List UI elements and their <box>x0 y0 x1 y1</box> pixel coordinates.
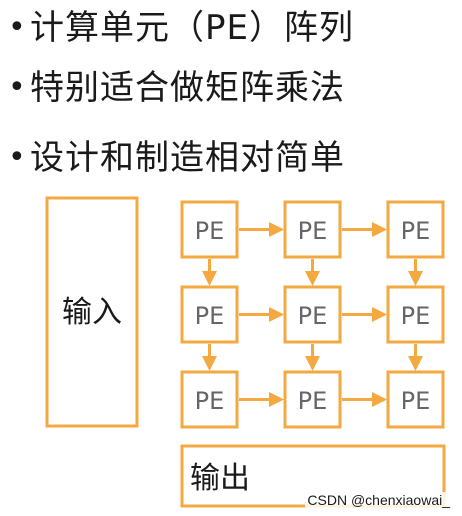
pe-label: PE <box>195 217 225 245</box>
bullet-marker: • <box>8 70 26 105</box>
pe-cell <box>180 200 239 259</box>
input-label: 输入 <box>62 295 122 330</box>
bullet-item-2: • 特别适合做矩阵乘法 <box>8 66 345 110</box>
output-label: 输出 <box>190 461 250 496</box>
pe-cell <box>283 200 342 259</box>
bullet-item-1: • 计算单元（PE）阵列 <box>8 6 354 50</box>
pe-cell <box>386 200 445 259</box>
pe-cell <box>180 285 239 344</box>
input-block: 输入 <box>45 196 139 428</box>
pe-cell <box>180 370 239 429</box>
watermark: CSDN @chenxiaowai_ <box>305 492 452 508</box>
vertical-arrows <box>202 259 423 371</box>
pe-label: PE <box>298 217 328 245</box>
bullet-text: 特别适合做矩阵乘法 <box>30 68 345 108</box>
pe-label: PE <box>298 387 328 415</box>
pe-row-3: PE PE PE <box>180 370 445 429</box>
pe-row-1: PE PE PE <box>180 200 445 259</box>
pe-label: PE <box>401 302 431 330</box>
input-box <box>45 196 139 428</box>
pe-cell <box>283 370 342 429</box>
pe-cell <box>386 370 445 429</box>
pe-label: PE <box>195 302 225 330</box>
horizontal-arrows <box>239 222 387 407</box>
pe-label: PE <box>195 387 225 415</box>
bullet-item-3: • 设计和制造相对简单 <box>8 136 345 180</box>
pe-cell <box>283 285 342 344</box>
pe-label: PE <box>401 217 431 245</box>
pe-label: PE <box>401 387 431 415</box>
pe-cell <box>386 285 445 344</box>
bullet-marker: • <box>8 140 26 175</box>
pe-row-2: PE PE PE <box>180 285 445 344</box>
bullet-marker: • <box>8 10 26 45</box>
bullet-text: 设计和制造相对简单 <box>30 138 345 178</box>
pe-label: PE <box>298 302 328 330</box>
bullet-text: 计算单元（PE）阵列 <box>30 8 354 48</box>
